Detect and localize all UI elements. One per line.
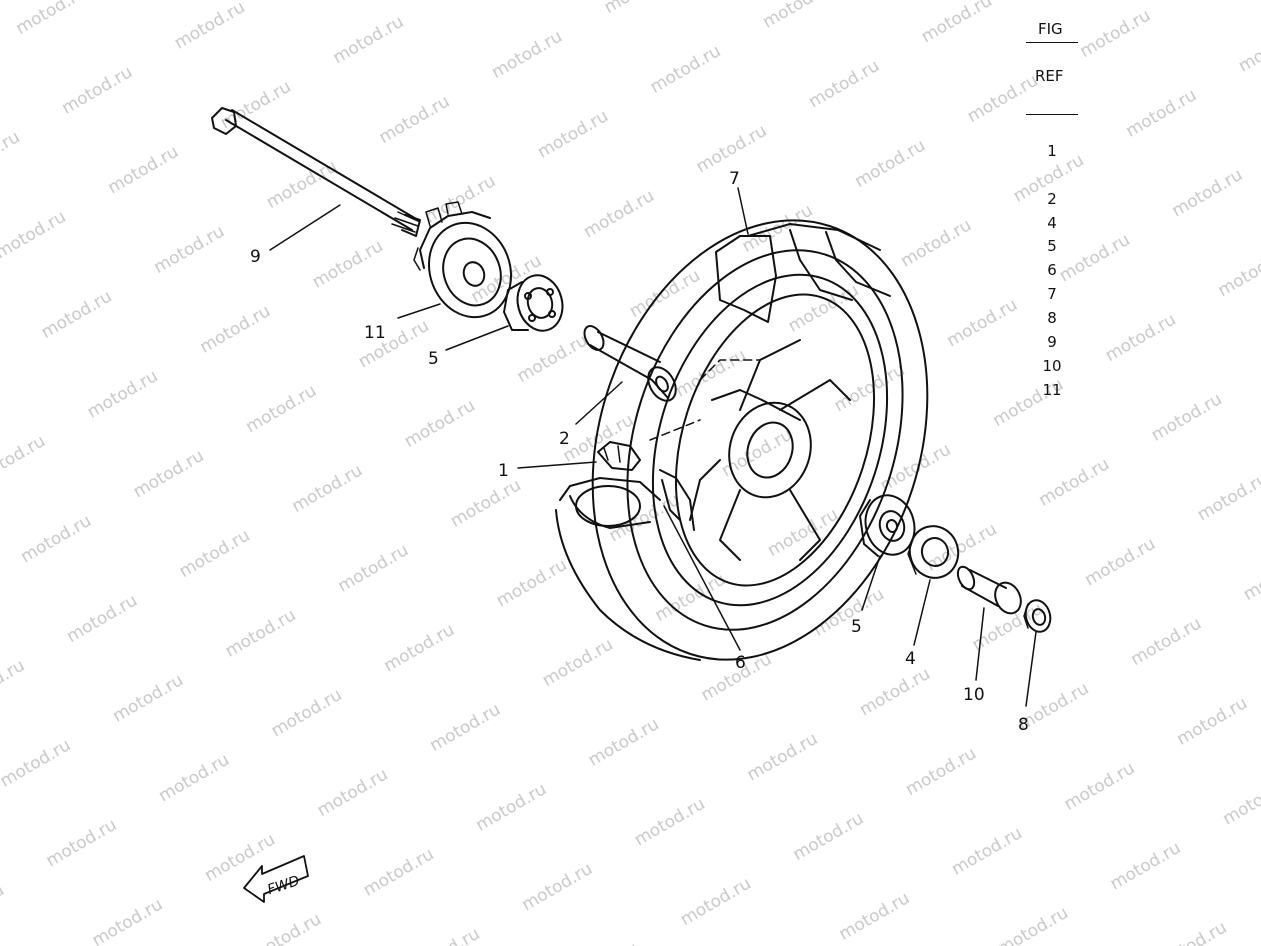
callout-5-right: 5: [851, 617, 862, 637]
reference-item: 11: [1042, 381, 1062, 399]
axle-part: [211, 107, 421, 237]
fwd-arrow: [243, 855, 309, 903]
callout-4: 4: [905, 649, 916, 669]
ref-label: REF: [1035, 67, 1064, 85]
reference-item: 2: [1047, 190, 1057, 208]
callout-10: 10: [963, 685, 985, 705]
callout-7: 7: [729, 169, 740, 189]
gear-housing-part: [413, 201, 513, 319]
callout-2: 2: [559, 429, 570, 449]
valve-stem-part: [659, 469, 695, 531]
reference-item: 1: [1047, 142, 1057, 160]
reference-item: 4: [1047, 214, 1057, 232]
fig-underline: [1026, 42, 1078, 43]
callout-1: 1: [498, 461, 509, 481]
reference-item: 6: [1047, 261, 1057, 279]
reference-item: 9: [1047, 333, 1057, 351]
callout-11: 11: [364, 323, 386, 343]
reference-item: 10: [1042, 357, 1062, 375]
nut-part: [1023, 599, 1052, 633]
collar-part: [956, 565, 1022, 615]
reference-item: 8: [1047, 309, 1057, 327]
callout-5-left: 5: [428, 349, 439, 369]
ref-underline: [1026, 114, 1078, 115]
valve-part: [597, 441, 641, 471]
fwd-label: FWD: [266, 873, 302, 898]
wheel-rim-part: [555, 219, 929, 661]
reference-item: 5: [1047, 237, 1057, 255]
oil-seal-part: [907, 525, 960, 579]
callout-6: 6: [735, 653, 746, 673]
spacer-collar-part: [583, 325, 677, 402]
bearing-right-part: [859, 494, 916, 557]
callout-9: 9: [250, 247, 261, 267]
reference-item: 7: [1047, 285, 1057, 303]
callout-8: 8: [1018, 715, 1029, 735]
bearing-left-part: [503, 274, 564, 332]
fig-label: FIG: [1038, 20, 1063, 38]
